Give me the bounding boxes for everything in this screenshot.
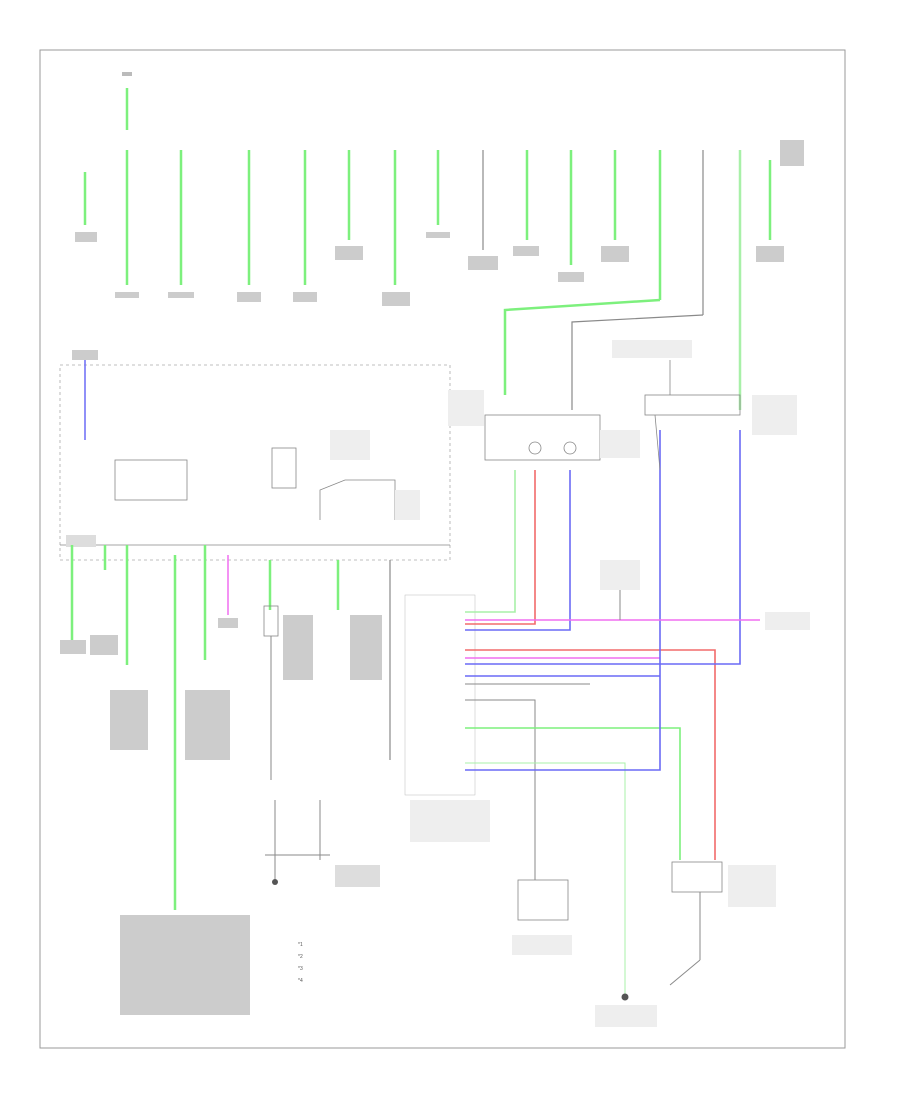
right-combination-meter [448, 390, 640, 461]
top-feed [122, 72, 132, 130]
legend-item-2: *2 [298, 954, 303, 960]
connector-block [404, 594, 490, 842]
legend-item-1: *1 [298, 942, 303, 948]
right-relay [600, 340, 810, 630]
branch-label-blocks [75, 140, 804, 306]
left-module [59, 350, 451, 561]
top-right-runs [503, 298, 704, 410]
legend-item-3: *3 [298, 966, 303, 972]
ecu-box [512, 879, 572, 955]
bottom-ground [595, 993, 657, 1027]
legend-item-4: *4 [298, 978, 303, 984]
top-branch-wires [83, 150, 772, 410]
lower-right-sensor [669, 861, 776, 986]
legend: *1 *2 *3 *4 [298, 942, 303, 984]
diagram-frame [39, 49, 846, 1049]
left-output-label-blocks [60, 615, 382, 1015]
left-module-outputs [70, 545, 391, 910]
right-colored-wires [465, 430, 760, 1000]
lower-left-ground [263, 605, 380, 887]
